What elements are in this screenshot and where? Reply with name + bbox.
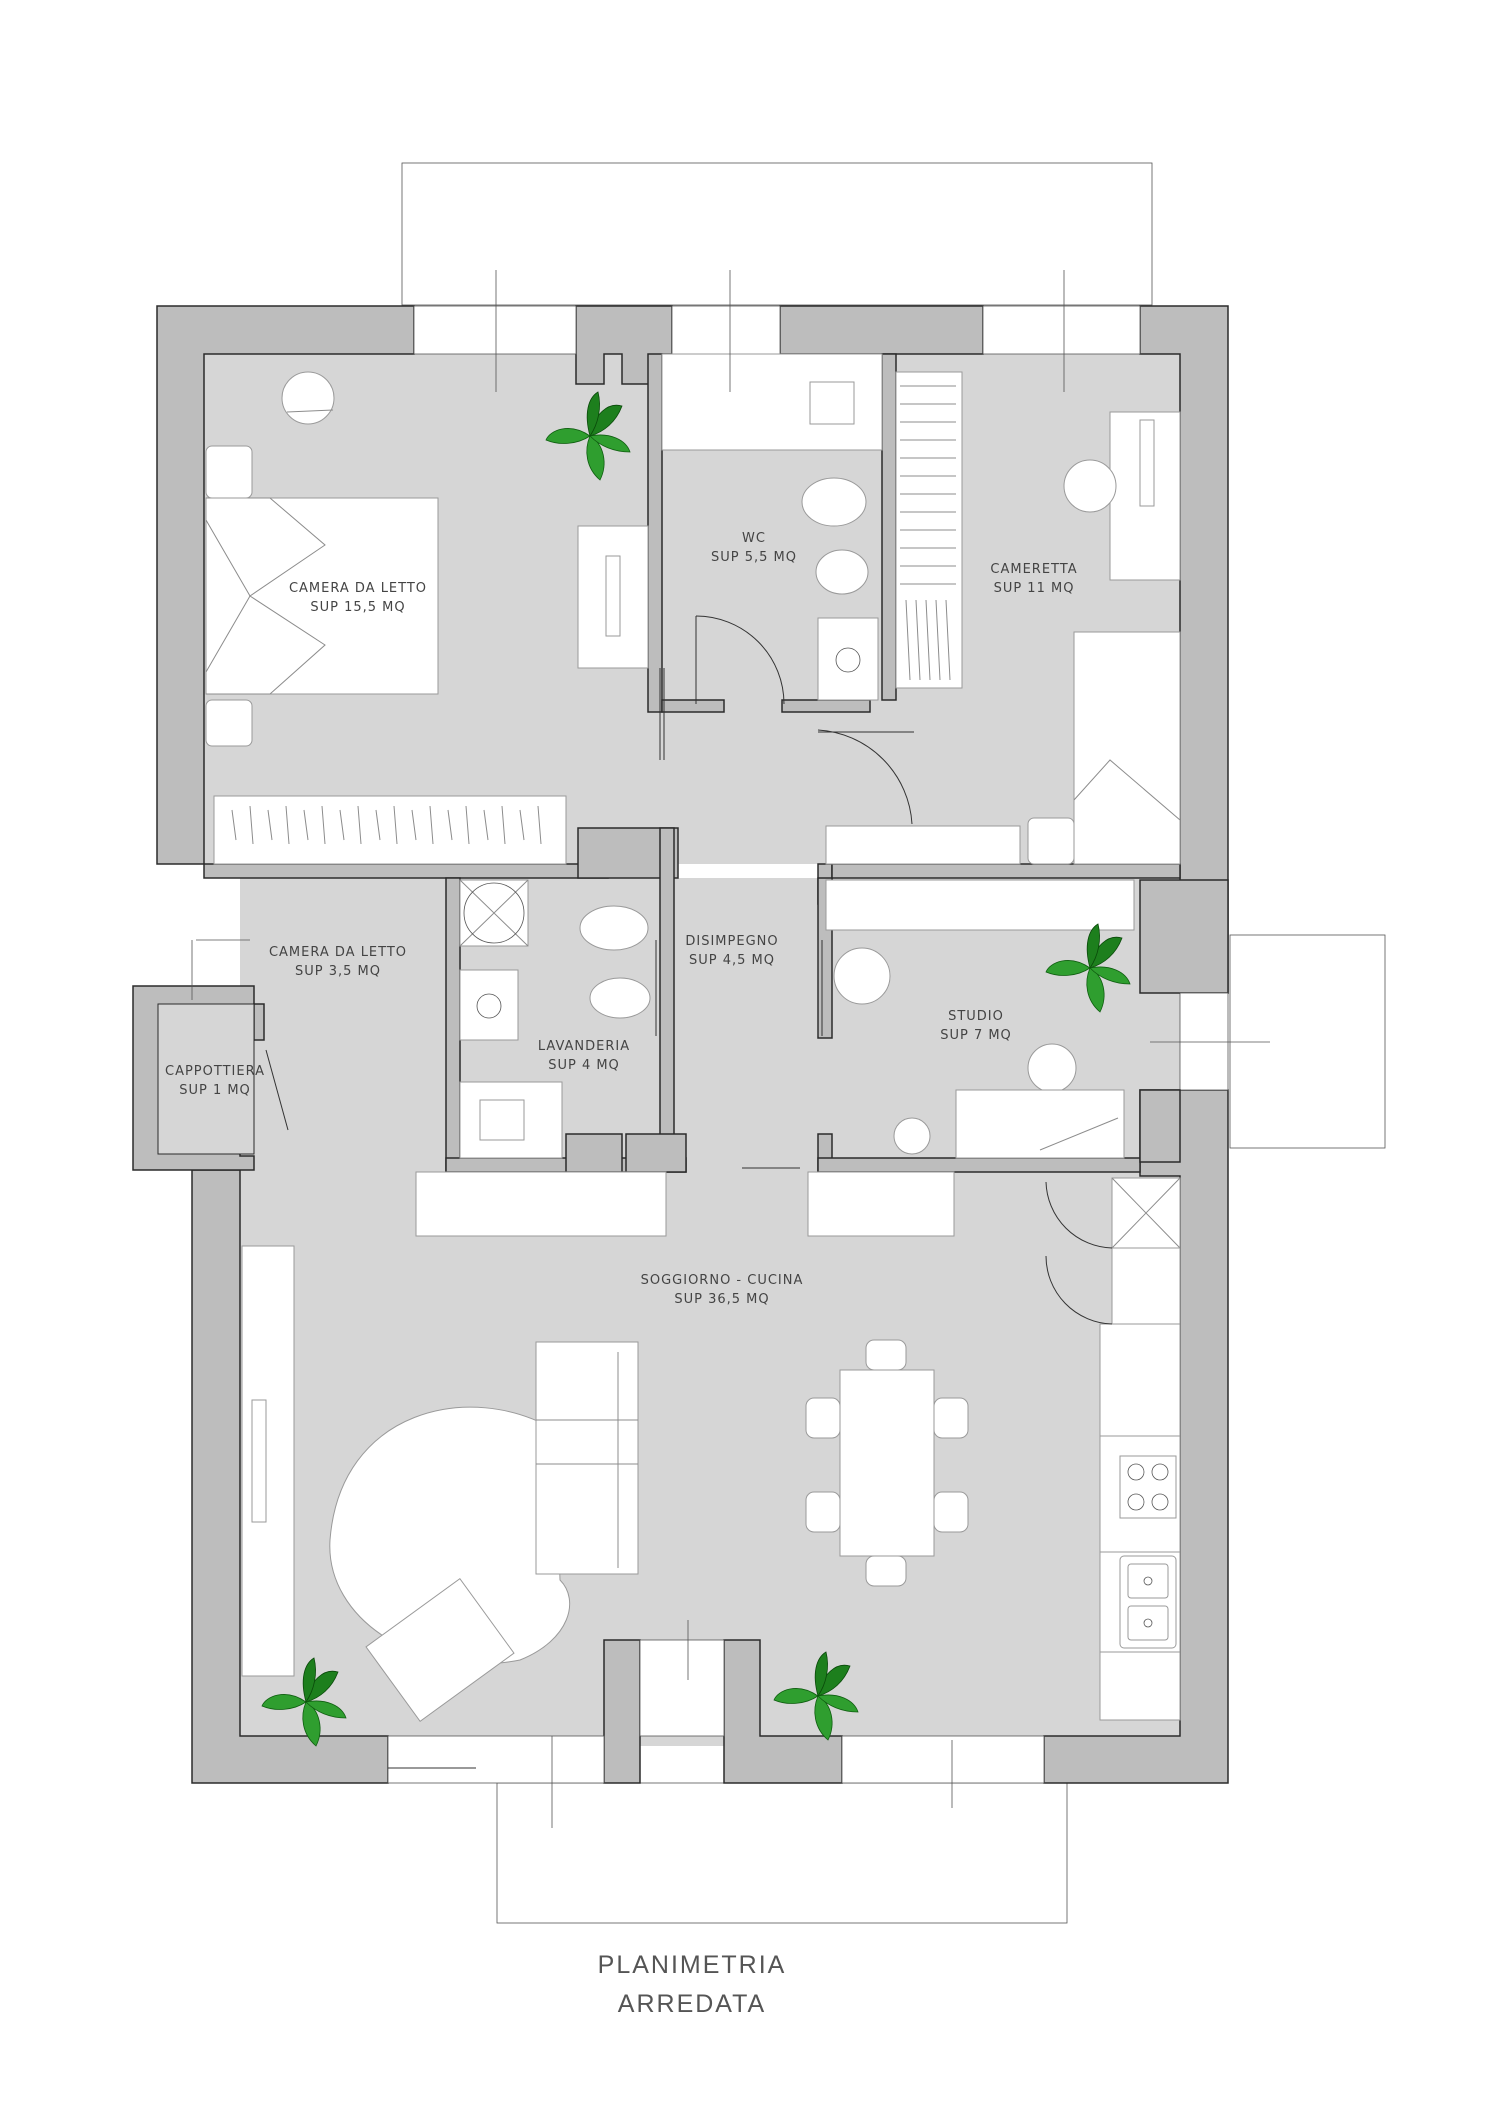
stove-icon [1119, 1455, 1177, 1519]
studio-furniture [825, 879, 1270, 1159]
room-name-cameretta: CAMERETTA [990, 562, 1077, 577]
plant-icon [773, 1651, 859, 1741]
room-name-cappottiera: CAPPOTTIERA [165, 1064, 265, 1079]
plant-icon [1045, 923, 1131, 1013]
room-name-lavanderia: LAVANDERIA [538, 1039, 630, 1054]
plan-caption: PLANIMETRIA ARREDATA [598, 1951, 787, 2018]
room-area-wc: SUP 5,5 MQ [711, 550, 797, 565]
window-openings [387, 305, 1229, 1784]
plant-icon [261, 1657, 347, 1747]
wc-fixtures [661, 270, 883, 701]
room-area-lavanderia: SUP 4 MQ [548, 1058, 620, 1073]
room-area-soggiorno: SUP 36,5 MQ [674, 1292, 769, 1307]
room-area-disimpegno: SUP 4,5 MQ [689, 953, 775, 968]
room-area-studio: SUP 7 MQ [940, 1028, 1012, 1043]
room-name-camera-letto-2: CAMERA DA LETTO [269, 945, 407, 960]
lavanderia-fixtures [459, 879, 651, 1159]
cameretta-furniture [825, 270, 1181, 865]
room-name-wc: WC [742, 531, 766, 546]
room-labels: CAMERA DA LETTO SUP 15,5 MQ WC SUP 5,5 M… [165, 531, 1077, 1307]
plant-icon [545, 391, 631, 481]
cappottiera-furniture [157, 939, 289, 1155]
door-swing-icon [388, 615, 914, 1769]
bedroom-1-furniture [205, 270, 649, 865]
room-area-cappottiera: SUP 1 MQ [179, 1083, 251, 1098]
room-name-studio: STUDIO [948, 1009, 1004, 1024]
room-area-camera-letto-1: SUP 15,5 MQ [310, 600, 405, 615]
room-name-soggiorno: SOGGIORNO - CUCINA [641, 1273, 804, 1288]
room-area-cameretta: SUP 11 MQ [994, 581, 1075, 596]
sink-icon [1119, 1555, 1177, 1649]
caption-line-2: ARREDATA [618, 1990, 766, 2018]
room-area-camera-letto-2: SUP 3,5 MQ [295, 964, 381, 979]
caption-line-1: PLANIMETRIA [598, 1951, 787, 1979]
room-name-disimpegno: DISIMPEGNO [685, 934, 778, 949]
room-name-camera-letto-1: CAMERA DA LETTO [289, 581, 427, 596]
interior-walls [203, 353, 1181, 1173]
